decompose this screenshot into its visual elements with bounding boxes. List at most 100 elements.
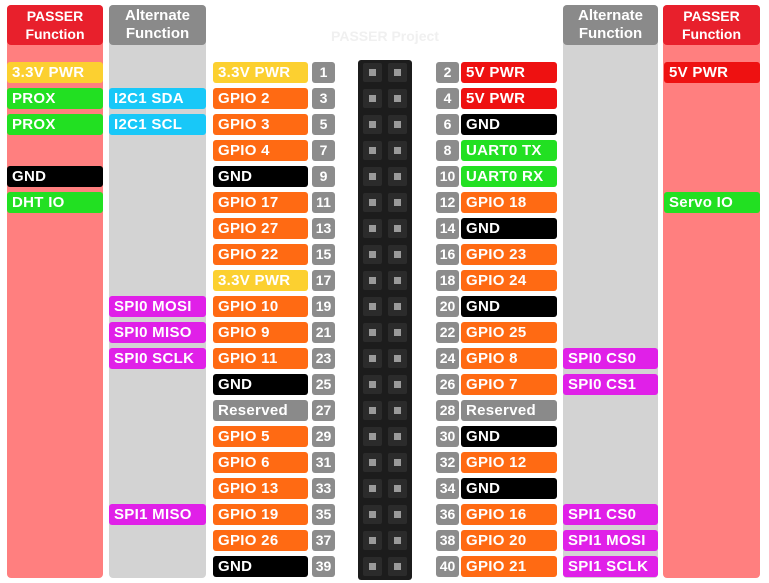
left-passer-box: PROX xyxy=(7,88,103,109)
left-label-box: GND xyxy=(213,556,308,577)
left-pin-number: 39 xyxy=(312,556,335,577)
right-label-box: GND xyxy=(461,114,557,135)
header-pin xyxy=(363,115,382,134)
right-pin-number: 40 xyxy=(436,556,459,577)
pin-contact-icon xyxy=(369,459,376,466)
right-pin-number: 2 xyxy=(436,62,459,83)
pin-contact-icon xyxy=(394,173,401,180)
left-alt-box: SPI0 MISO xyxy=(109,322,206,343)
right-passer-box: 5V PWR xyxy=(664,62,760,83)
left-label-box: GPIO 5 xyxy=(213,426,308,447)
header-pin xyxy=(363,167,382,186)
watermark-title: PASSER Project xyxy=(331,28,439,44)
left-alternate-header: Alternate Function xyxy=(109,5,206,45)
right-pin-number: 10 xyxy=(436,166,459,187)
left-passer-box: GND xyxy=(7,166,103,187)
left-pin-number: 9 xyxy=(312,166,335,187)
pin-contact-icon xyxy=(369,251,376,258)
header-pin xyxy=(388,245,407,264)
pin-contact-icon xyxy=(369,355,376,362)
header-pin xyxy=(388,401,407,420)
right-pin-number: 22 xyxy=(436,322,459,343)
pin-contact-icon xyxy=(394,537,401,544)
left-pin-number: 23 xyxy=(312,348,335,369)
left-pin-number: 5 xyxy=(312,114,335,135)
left-pin-number: 1 xyxy=(312,62,335,83)
right-label-box: GPIO 7 xyxy=(461,374,557,395)
right-label-box: GPIO 8 xyxy=(461,348,557,369)
right-label-box: UART0 TX xyxy=(461,140,557,161)
pin-contact-icon xyxy=(394,225,401,232)
right-label-box: GPIO 21 xyxy=(461,556,557,577)
pin-contact-icon xyxy=(369,381,376,388)
pin-contact-icon xyxy=(394,69,401,76)
left-pin-number: 37 xyxy=(312,530,335,551)
pin-contact-icon xyxy=(369,121,376,128)
left-passer-box: PROX xyxy=(7,114,103,135)
right-passer-column xyxy=(663,5,760,578)
right-alternate-column xyxy=(563,5,658,578)
header-pin xyxy=(388,531,407,550)
header-pin xyxy=(363,323,382,342)
right-alt-box: SPI0 CS1 xyxy=(563,374,658,395)
gpio-header-connector xyxy=(358,60,412,580)
header-pin xyxy=(363,557,382,576)
header-pin xyxy=(388,141,407,160)
right-pin-number: 4 xyxy=(436,88,459,109)
left-label-box: GPIO 22 xyxy=(213,244,308,265)
left-pin-number: 3 xyxy=(312,88,335,109)
left-label-box: 3.3V PWR xyxy=(213,62,308,83)
left-pin-number: 35 xyxy=(312,504,335,525)
pin-contact-icon xyxy=(394,511,401,518)
pin-contact-icon xyxy=(394,251,401,258)
right-label-box: GPIO 23 xyxy=(461,244,557,265)
right-label-box: GPIO 20 xyxy=(461,530,557,551)
left-label-box: GPIO 9 xyxy=(213,322,308,343)
right-alt-box: SPI0 CS0 xyxy=(563,348,658,369)
right-pin-number: 12 xyxy=(436,192,459,213)
left-passer-header: PASSER Function xyxy=(7,5,103,45)
right-alt-box: SPI1 CS0 xyxy=(563,504,658,525)
left-pin-number: 15 xyxy=(312,244,335,265)
right-label-box: GND xyxy=(461,218,557,239)
right-label-box: GND xyxy=(461,478,557,499)
left-pin-number: 31 xyxy=(312,452,335,473)
right-label-box: GPIO 25 xyxy=(461,322,557,343)
right-pin-number: 18 xyxy=(436,270,459,291)
right-label-box: GND xyxy=(461,296,557,317)
pin-contact-icon xyxy=(369,303,376,310)
left-pin-number: 19 xyxy=(312,296,335,317)
right-label-box: 5V PWR xyxy=(461,88,557,109)
pin-contact-icon xyxy=(394,329,401,336)
right-label-box: GPIO 12 xyxy=(461,452,557,473)
right-alt-box: SPI1 SCLK xyxy=(563,556,658,577)
pin-contact-icon xyxy=(394,381,401,388)
header-pin xyxy=(363,427,382,446)
header-pin xyxy=(363,219,382,238)
left-pin-number: 33 xyxy=(312,478,335,499)
header-pin xyxy=(388,115,407,134)
right-passer-header: PASSER Function xyxy=(663,5,760,45)
pin-contact-icon xyxy=(394,433,401,440)
left-label-box: GPIO 17 xyxy=(213,192,308,213)
left-pin-number: 13 xyxy=(312,218,335,239)
pin-contact-icon xyxy=(394,485,401,492)
header-pin xyxy=(363,505,382,524)
header-pin xyxy=(388,271,407,290)
right-pin-number: 30 xyxy=(436,426,459,447)
pin-contact-icon xyxy=(369,277,376,284)
left-label-box: GPIO 19 xyxy=(213,504,308,525)
left-alt-box: I2C1 SCL xyxy=(109,114,206,135)
right-pin-number: 26 xyxy=(436,374,459,395)
pin-contact-icon xyxy=(369,511,376,518)
right-pin-number: 16 xyxy=(436,244,459,265)
left-label-box: GPIO 11 xyxy=(213,348,308,369)
left-alt-box: I2C1 SDA xyxy=(109,88,206,109)
header-pin xyxy=(388,427,407,446)
left-label-box: GPIO 26 xyxy=(213,530,308,551)
left-pin-number: 7 xyxy=(312,140,335,161)
header-pin xyxy=(388,297,407,316)
left-pin-number: 21 xyxy=(312,322,335,343)
left-alt-box: SPI0 MOSI xyxy=(109,296,206,317)
right-pin-number: 32 xyxy=(436,452,459,473)
